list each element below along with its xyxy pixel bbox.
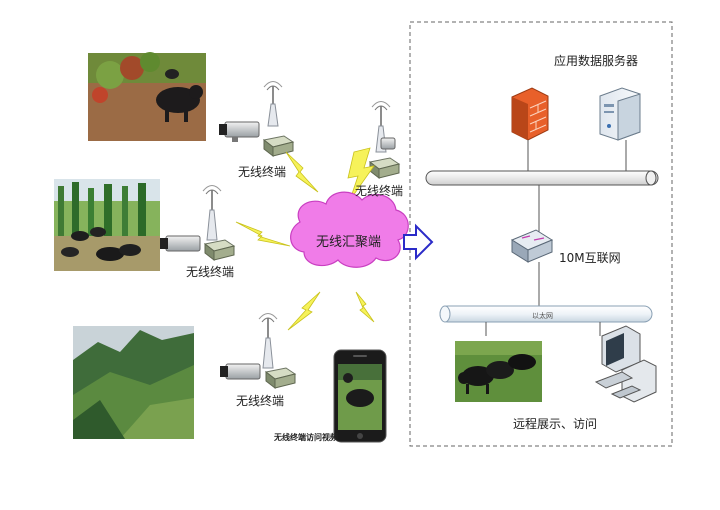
lightning-icon <box>355 291 375 323</box>
terminal-label-4: 无线终端 <box>236 394 285 408</box>
hub-label: 无线汇聚端 <box>316 235 382 250</box>
router-icon <box>368 157 401 180</box>
terminal-group-4 <box>220 313 297 390</box>
smartphone-icon <box>333 349 387 443</box>
bamboo-farm-photo <box>54 179 160 271</box>
upper-network-bus <box>425 170 659 186</box>
internet-label: 10M互联网 <box>559 251 621 265</box>
lan-label: 以太网 <box>532 312 553 320</box>
lightning-icon <box>347 147 375 201</box>
server-title-label: 应用数据服务器 <box>554 54 639 68</box>
antenna-icon <box>263 81 283 127</box>
lightning-icon <box>235 221 291 247</box>
cloud-icon <box>290 191 409 268</box>
computer-icon <box>594 325 657 403</box>
lower-network-bus <box>439 305 653 336</box>
lightning-icon <box>287 291 321 331</box>
antenna-icon <box>258 313 278 369</box>
firewall-icon <box>511 87 549 171</box>
terminal-group-2 <box>368 101 401 180</box>
terminal-group-3 <box>160 185 236 262</box>
pig-pasture-photo <box>455 341 542 402</box>
terminal-label-1: 无线终端 <box>238 165 287 179</box>
mountain-photo <box>73 326 194 439</box>
camera-icon <box>219 121 260 142</box>
arrow-icon <box>403 223 434 261</box>
router-icon <box>264 367 297 390</box>
remote-label: 远程展示、访问 <box>513 417 598 431</box>
camera-icon <box>160 235 201 252</box>
lightning-icon <box>285 151 319 193</box>
camera-icon <box>220 363 261 380</box>
server-icon <box>599 87 641 171</box>
wireless-links <box>235 147 375 331</box>
antenna-icon <box>202 185 222 241</box>
router-icon <box>203 239 236 262</box>
router-icon <box>262 135 295 158</box>
camera-icon <box>380 137 396 150</box>
phone-caption: 无线终端访问视频 <box>274 433 338 442</box>
switch-icon <box>510 229 554 263</box>
terminal-group-1 <box>219 81 295 158</box>
terminal-label-3: 无线终端 <box>186 265 235 279</box>
pig-farm-photo <box>88 52 206 141</box>
terminal-label-2: 无线终端 <box>355 184 404 198</box>
